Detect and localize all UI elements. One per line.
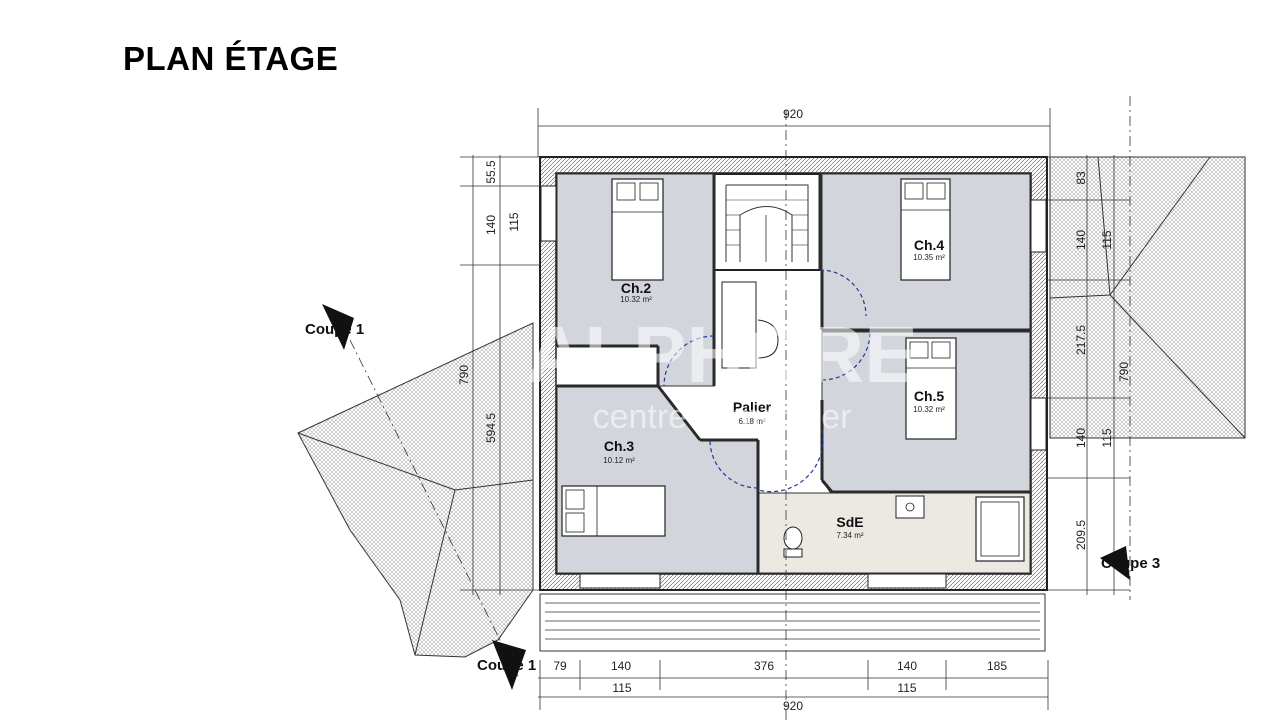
roof-left [297, 322, 534, 658]
dim-left-outer-3: 790 [457, 365, 471, 385]
dim-right-outer-2: 790 [1117, 362, 1131, 382]
dim-right-inner-2: 140 [1074, 230, 1088, 250]
room-name-ch4: Ch.4 [914, 237, 945, 253]
dim-right-inner-5: 209.5 [1074, 520, 1088, 550]
dim-bottom-seg-2: 140 [611, 659, 631, 673]
room-area-palier: 6.18 m² [738, 417, 765, 426]
dimension-lines [349, 96, 1131, 720]
dim-bottom-sub-2: 115 [897, 681, 916, 695]
bed-ch3 [561, 485, 666, 537]
section-arrows [322, 304, 1130, 690]
dim-bottom-sub-1: 115 [612, 681, 631, 695]
dim-bottom-seg-4: 140 [897, 659, 917, 673]
desk [721, 281, 779, 369]
dim-right-outer-1: 115 [1100, 230, 1114, 249]
page-title: PLAN ÉTAGE [123, 40, 339, 77]
room-name-ch5: Ch.5 [914, 388, 945, 404]
dim-right-outer-3: 115 [1100, 428, 1114, 447]
bed-ch5 [905, 337, 957, 440]
dim-right-inner-1: 83 [1074, 171, 1088, 185]
room-name-ch3: Ch.3 [604, 438, 635, 454]
dim-bottom-seg-1: 79 [553, 659, 567, 673]
shower [975, 496, 1025, 562]
staircase [713, 173, 821, 271]
dim-right-inner-4: 140 [1074, 428, 1088, 448]
bed-ch4 [900, 178, 951, 281]
bed-ch2 [611, 178, 664, 281]
room-name-palier: Palier [733, 399, 772, 415]
room-area-ch2: 10.32 m² [620, 295, 652, 304]
room-name-sde: SdE [836, 514, 863, 530]
section-label-coupe1-bottom: Coupe 1 [477, 657, 536, 674]
dim-bottom-seg-3: 376 [754, 659, 774, 673]
dim-top-total: 920 [783, 107, 803, 121]
room-area-ch5: 10.32 m² [913, 405, 945, 414]
room-area-sde: 7.34 m² [836, 531, 863, 540]
room-area-ch4: 10.35 m² [913, 253, 945, 262]
watermark-brand: ALPHORE [526, 310, 917, 399]
dim-right-inner-3: 217.5 [1074, 325, 1088, 355]
room-area-ch3: 10.12 m² [603, 456, 635, 465]
dim-left-inner-2: 594.5 [484, 413, 498, 443]
washbasin [895, 495, 925, 519]
dim-bottom-total: 920 [783, 699, 803, 713]
toilet [783, 526, 803, 558]
door-swings [663, 269, 871, 493]
dim-bottom-seg-5: 185 [987, 659, 1007, 673]
dim-left-outer-1: 55.5 [484, 160, 498, 184]
roof-right [1049, 156, 1246, 439]
interior-walls [557, 174, 1030, 573]
section-label-coupe3: Coupe 3 [1101, 555, 1160, 572]
section-label-coupe1-top: Coupe 1 [305, 321, 364, 338]
room-name-ch2: Ch.2 [621, 280, 652, 296]
windows [540, 185, 1047, 589]
dim-left-outer-2: 140 [484, 215, 498, 235]
watermark-tagline: centre immobilier [593, 398, 852, 436]
balcony [539, 593, 1046, 652]
dim-left-inner-1: 115 [507, 212, 521, 231]
